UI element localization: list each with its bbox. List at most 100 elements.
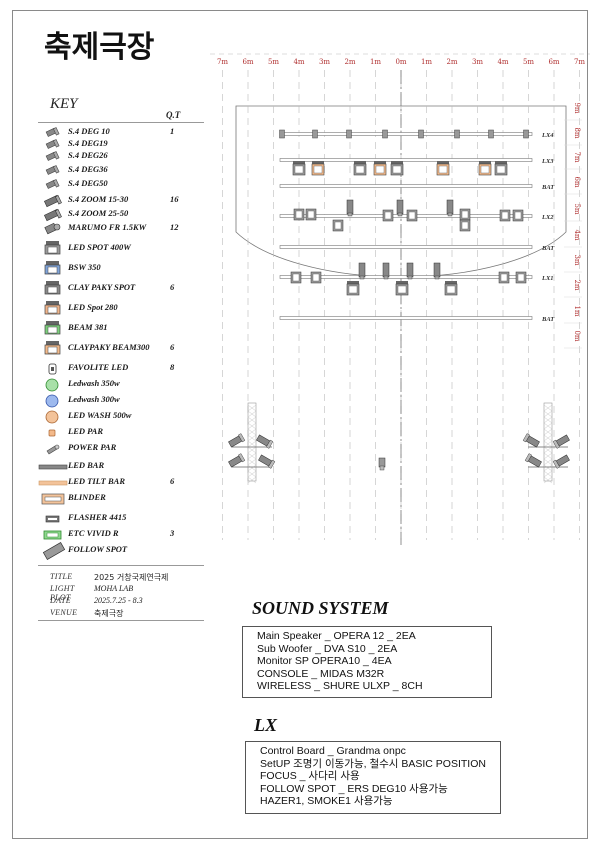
key-item: S.4 DEG19 xyxy=(38,138,204,152)
key-item-label: S.4 DEG36 xyxy=(68,164,108,174)
moving-head-fixture xyxy=(311,161,325,176)
fresnel-lens xyxy=(295,210,303,219)
beam-381-icon xyxy=(38,319,68,339)
info-label: VENUE xyxy=(50,608,78,617)
ellipsoidal-19-icon xyxy=(38,135,68,155)
fresnel-lens xyxy=(334,221,342,230)
led-wash-500w-icon xyxy=(38,407,68,427)
tower-brace xyxy=(543,452,553,460)
ellipsoidal-fixture xyxy=(279,129,285,139)
key-item-label: CLAY PAKY SPOT xyxy=(68,282,136,292)
side-tower xyxy=(528,402,568,484)
led-bar-icon xyxy=(38,457,68,477)
fresnel-lens xyxy=(292,273,300,282)
key-item-qty: 16 xyxy=(170,194,179,204)
ellipsoidal-fixture xyxy=(454,129,460,139)
key-item: S.4 ZOOM 25-50 xyxy=(38,208,204,222)
favolite-led-icon xyxy=(38,359,68,379)
side-scale-label: 6m xyxy=(573,176,581,187)
sound-spec-line: Monitor SP OPERA10 _ 4EA xyxy=(257,655,392,668)
key-item-qty: 12 xyxy=(170,222,179,232)
key-item-label: Ledwash 300w xyxy=(68,394,120,404)
pipe-bar xyxy=(279,275,533,279)
side-scale-label: 4m xyxy=(573,229,581,240)
moving-head-fixture xyxy=(478,161,492,176)
top-scale-label: 1m xyxy=(421,58,432,66)
ledwash-350w-icon xyxy=(38,375,68,395)
tower-frame xyxy=(543,402,553,482)
side-scale-label: 2m xyxy=(573,279,581,290)
moving-head-yoke xyxy=(312,161,324,164)
side-fixture-lens xyxy=(522,433,530,443)
key-item-qty: 6 xyxy=(170,282,175,292)
side-fixture-lens xyxy=(238,453,246,463)
side-fixture-lens xyxy=(266,439,274,449)
key-item-label: BSW 350 xyxy=(68,262,101,272)
key-item: FOLLOW SPOT xyxy=(38,542,204,560)
moving-head-lens xyxy=(446,285,456,294)
key-item-qty: 8 xyxy=(170,362,175,372)
venue-title: 축제극장 xyxy=(44,30,155,65)
key-item: FLASHER 4415 xyxy=(38,512,204,526)
key-item-qty: 3 xyxy=(170,528,175,538)
moving-head-lens xyxy=(438,165,448,174)
top-scale-label: 7m xyxy=(217,58,228,66)
tower-brace xyxy=(543,446,553,454)
lx-title: LX xyxy=(254,715,278,735)
side-scale-label: 7m xyxy=(573,151,581,162)
top-scale-label: 1m xyxy=(370,58,381,66)
moving-head-yoke xyxy=(445,281,457,284)
moving-head-fixture xyxy=(292,161,306,176)
lx-spec-line: FOCUS _ 사다리 사용 xyxy=(260,770,360,783)
tower-brace xyxy=(247,440,257,448)
zoom-profile-fixture xyxy=(358,262,366,278)
moving-head-lens xyxy=(392,165,402,174)
zoom-profile-lens xyxy=(359,275,365,280)
moving-head-fixture xyxy=(390,161,404,176)
key-item-label: S.4 DEG26 xyxy=(68,150,108,160)
tower-brace xyxy=(247,404,257,412)
info-value: MOHA LAB xyxy=(94,584,134,593)
tower-brace xyxy=(247,470,257,478)
key-item-qty: 1 xyxy=(170,126,175,136)
top-scale-label: 4m xyxy=(497,58,508,66)
fresnel-lens xyxy=(461,221,469,230)
key-item: ETC VIVID R 3 xyxy=(38,528,204,542)
tower-brace xyxy=(543,422,553,430)
moving-head-fixture xyxy=(353,161,367,176)
key-item-label: ETC VIVID R xyxy=(68,528,119,538)
key-item-label: S.4 ZOOM 25-50 xyxy=(68,208,129,218)
moving-head-lens xyxy=(496,165,506,174)
tower-brace xyxy=(543,434,553,442)
moving-head-lens xyxy=(375,165,385,174)
bsw-350-icon xyxy=(38,259,68,279)
tower-brace xyxy=(543,470,553,478)
moving-head-yoke xyxy=(396,281,408,284)
key-item-label: MARUMO FR 1.5KW xyxy=(68,222,147,232)
key-item-label: CLAYPAKY BEAM300 xyxy=(68,342,150,352)
side-ellipsoidal-fixture xyxy=(552,434,570,449)
key-item-label: Ledwash 350w xyxy=(68,378,120,388)
floor-fixture xyxy=(378,457,386,468)
moving-head-yoke xyxy=(347,281,359,284)
moving-head-fixture xyxy=(444,281,458,296)
moving-head-lens xyxy=(348,285,358,294)
top-scale-label: 5m xyxy=(523,58,534,66)
moving-head-lens xyxy=(355,165,365,174)
moving-head-lens xyxy=(294,165,304,174)
key-item-label: BEAM 381 xyxy=(68,322,108,332)
info-label: DATE xyxy=(50,596,71,605)
fresnel-lens xyxy=(514,211,522,220)
zoom-profile-lens xyxy=(434,275,440,280)
tower-brace xyxy=(247,476,257,484)
fresnel-icon xyxy=(38,219,68,239)
key-item: Ledwash 300w xyxy=(38,394,204,408)
key-item: MARUMO FR 1.5KW 12 xyxy=(38,222,204,236)
key-item-qty: 6 xyxy=(170,476,175,486)
moving-head-fixture xyxy=(436,161,450,176)
info-value: 2025 거창국제연극제 xyxy=(94,573,169,582)
bar-label: LX3 xyxy=(541,158,554,165)
ellipsoidal-fixture xyxy=(382,129,388,139)
